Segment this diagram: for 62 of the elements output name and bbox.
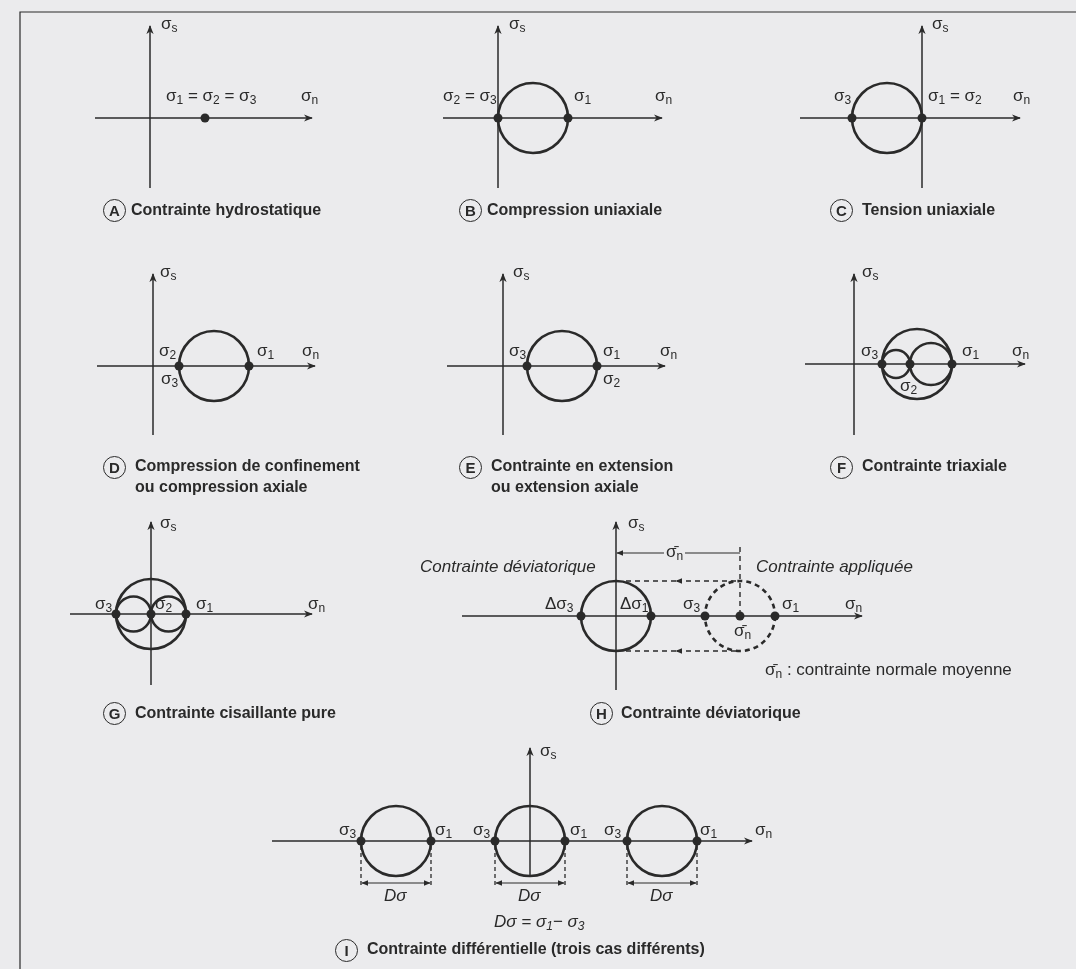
- axis-label: σ$_{s}$: [628, 513, 645, 533]
- stress-label: σ$_{1}$: [435, 820, 453, 840]
- panel-caption: Contrainte différentielle (trois cas différents): [367, 939, 705, 959]
- dimension-label: Dσ: [518, 886, 541, 906]
- stress-label: Δσ$_{1}$: [620, 594, 649, 614]
- stress-label: σ$_{3}$: [473, 820, 491, 840]
- stress-label: σ$_{2}$: [155, 594, 173, 614]
- stress-label: σ$_{2}$: [900, 376, 918, 396]
- stress-label: σ$_{1}$ = σ$_{2}$: [928, 86, 982, 106]
- panel-caption: Contrainte triaxiale: [862, 456, 1007, 476]
- stress-label: σ$_{1}$: [603, 341, 621, 361]
- axis-label: σ$_{s}$: [509, 14, 526, 34]
- stress-label: σ$_{1}$: [257, 341, 275, 361]
- axis-label: σ$_{s}$: [862, 262, 879, 282]
- stress-label: σ$_{1}$: [782, 594, 800, 614]
- axis-label: σ$_{s}$: [932, 14, 949, 34]
- axis-label: σ$_{n}$: [1012, 341, 1030, 361]
- stress-label: σ$_{1}$ = σ$_{2}$ = σ$_{3}$: [166, 86, 257, 106]
- axis-label: σ$_{s}$: [161, 14, 178, 34]
- stress-label: σ$_{1}$: [962, 341, 980, 361]
- stress-label: σ$_{1}$: [700, 820, 718, 840]
- stress-label: σ$_{3}$: [509, 341, 527, 361]
- stress-label: σ$_{3}$: [861, 341, 879, 361]
- stress-label: σ$_{2}$: [603, 369, 621, 389]
- axis-label: σ$_{n}$: [845, 594, 863, 614]
- axis-label: σ$_{s}$: [513, 262, 530, 282]
- axis-label: σ$_{s}$: [540, 741, 557, 761]
- dimension-label: Dσ: [384, 886, 407, 906]
- panel-caption: Compression de confinement ou compression axiale: [135, 456, 361, 497]
- axis-label: σ$_{n}$: [1013, 86, 1031, 106]
- stress-label: σ$_{3}$: [834, 86, 852, 106]
- panel-caption: Contrainte cisaillante pure: [135, 703, 336, 723]
- panel-caption: Contrainte déviatorique: [621, 703, 801, 723]
- stress-label: σ̄$_{n}$: [734, 621, 752, 641]
- stress-label: σ$_{3}$: [604, 820, 622, 840]
- dimension-label: Dσ: [650, 886, 673, 906]
- panel-caption: Compression uniaxiale: [487, 200, 663, 220]
- stress-label: σ$_{3}$: [95, 594, 113, 614]
- stress-label: σ$_{1}$: [196, 594, 214, 614]
- panel-caption: Contrainte hydrostatique: [131, 200, 322, 220]
- axis-label: σ$_{s}$: [160, 513, 177, 533]
- note: σ̄$_{n}$ : contrainte normale moyenne: [765, 660, 1012, 680]
- annotation: Contrainte appliquée: [756, 557, 913, 577]
- axis-label: σ$_{n}$: [301, 86, 319, 106]
- annotation: Contrainte déviatorique: [418, 557, 598, 577]
- panel-caption: Contrainte en extension ou extension axiale: [491, 456, 675, 497]
- stress-label: σ$_{1}$: [574, 86, 592, 106]
- axis-label: σ$_{n}$: [755, 820, 773, 840]
- formula: Dσ = σ$_{1}$− σ$_{3}$: [494, 912, 585, 932]
- stress-label: σ$_{3}$: [339, 820, 357, 840]
- stress-label: σ$_{3}$: [683, 594, 701, 614]
- axis-label: σ$_{n}$: [302, 341, 320, 361]
- axis-label: σ$_{n}$: [655, 86, 673, 106]
- panel-caption: Tension uniaxiale: [862, 200, 996, 220]
- stress-label: σ$_{2}$: [159, 341, 177, 361]
- stress-label: σ$_{2}$ = σ$_{3}$: [443, 86, 497, 106]
- stress-label: σ$_{1}$: [570, 820, 588, 840]
- stress-label: Δσ$_{3}$: [545, 594, 574, 614]
- axis-label: σ$_{n}$: [308, 594, 326, 614]
- axis-label: σ$_{s}$: [160, 262, 177, 282]
- stress-label: σ$_{3}$: [161, 369, 179, 389]
- axis-label: σ$_{n}$: [660, 341, 678, 361]
